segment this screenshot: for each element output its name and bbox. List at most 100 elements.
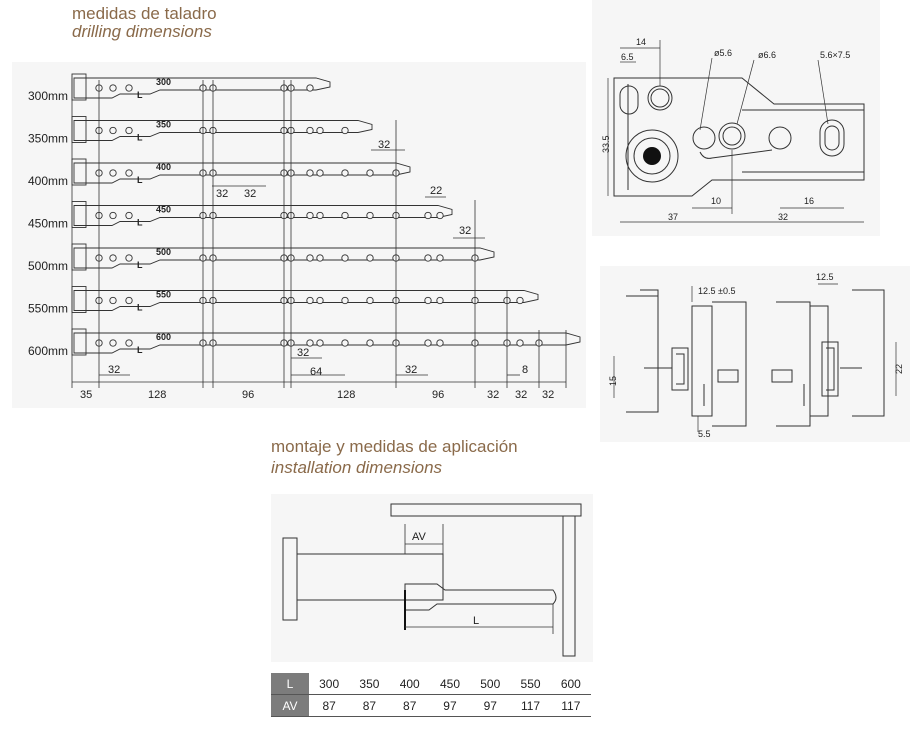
drill-hole	[306, 126, 314, 135]
runner-l-marker: L	[137, 90, 143, 100]
runner-l-marker: L	[137, 218, 143, 228]
runner-outline	[73, 120, 373, 141]
table-cell: 300	[309, 673, 350, 695]
bottom-dim-96-b: 96	[432, 389, 444, 401]
runner-length-label: 400	[156, 162, 171, 172]
bottom-dim-128-b: 128	[337, 389, 355, 401]
runner-l-marker: L	[137, 260, 143, 270]
drill-hole	[109, 254, 117, 262]
runner-outline	[73, 290, 539, 311]
installation-title-es: montaje y medidas de aplicación	[271, 437, 518, 456]
detail-dim-32: 32	[778, 212, 788, 222]
table-row-av: AV 87 87 87 97 97 117 117	[271, 694, 591, 717]
av-label: AV	[412, 531, 427, 543]
drill-hole	[306, 339, 314, 347]
table-cell: 450	[429, 673, 471, 695]
drill-hole	[316, 254, 324, 262]
dim-32-d: 32	[459, 225, 471, 237]
dim-32-c: 32	[378, 139, 390, 151]
table-cell: 117	[510, 694, 551, 717]
drill-hole	[316, 169, 324, 177]
table-cell: 500	[470, 673, 511, 695]
row-size-label: 600mm	[28, 344, 68, 358]
drill-hole	[366, 254, 374, 262]
table-header-av: AV	[271, 694, 309, 717]
dim-32-e: 32	[297, 347, 309, 359]
drilling-title-en: drilling dimensions	[72, 22, 212, 41]
profile-dim-15: 15	[608, 376, 618, 386]
drill-hole	[306, 169, 314, 177]
row-size-label: 550mm	[28, 302, 68, 316]
drill-hole	[436, 296, 444, 305]
dim-22: 22	[430, 185, 442, 197]
row-size-label: 500mm	[28, 259, 68, 273]
drill-hole	[109, 126, 117, 135]
drill-hole	[306, 211, 314, 220]
installation-panel	[271, 494, 593, 662]
drill-hole	[306, 296, 314, 305]
detail-dim-37: 37	[668, 212, 678, 222]
dim-8: 8	[522, 364, 528, 376]
drill-hole	[306, 84, 314, 92]
table-cell: 550	[510, 673, 551, 695]
dim-32-b: 32	[244, 188, 256, 200]
bottom-dim-96-a: 96	[242, 389, 254, 401]
drill-hole	[341, 254, 349, 262]
drill-hole	[366, 169, 374, 177]
table-cell: 97	[429, 694, 471, 717]
profile-dim-22: 22	[894, 364, 904, 374]
drill-hole	[109, 339, 117, 347]
table-row-l: L 300 350 400 450 500 550 600	[271, 673, 591, 695]
drill-hole	[436, 211, 444, 220]
table-cell: 600	[550, 673, 591, 695]
row-size-label: 350mm	[28, 132, 68, 146]
table-cell: 400	[389, 673, 430, 695]
detail-panel	[592, 0, 880, 236]
drill-hole	[366, 296, 374, 305]
drill-hole	[424, 211, 432, 220]
bottom-dim-35: 35	[80, 389, 92, 401]
row-size-label: 400mm	[28, 174, 68, 188]
detail-dim-dia-6-6: ø6.6	[758, 50, 776, 60]
profile-dim-12-5: 12.5	[816, 272, 834, 282]
drilling-title-es: medidas de taladro	[72, 4, 217, 23]
runner-length-label: 600	[156, 332, 171, 342]
dim-32-a: 32	[216, 188, 228, 200]
drill-hole	[341, 296, 349, 305]
drill-hole	[125, 254, 133, 262]
runner-length-label: 550	[156, 290, 171, 300]
drill-hole	[109, 169, 117, 177]
drill-hole	[424, 339, 432, 347]
detail-dim-dia-5-6: ø5.6	[714, 48, 732, 58]
detail-dim-16: 16	[804, 196, 814, 206]
drill-hole	[125, 126, 133, 135]
runner-length-label: 300	[156, 77, 171, 87]
detail-dim-33-5: 33.5	[601, 135, 611, 153]
profile-dim-12-5-tol: 12.5 ±0.5	[698, 286, 735, 296]
table-cell: 97	[470, 694, 511, 717]
cross-section-diagram: 12.5 ±0.5 15 5.5 12.5 22	[608, 272, 904, 439]
dim-64: 64	[310, 366, 322, 378]
dim-32-g: 32	[108, 364, 120, 376]
av-table: L 300 350 400 450 500 550 600 AV 87 87 8…	[271, 673, 591, 717]
drill-hole	[125, 339, 133, 347]
profile-dim-5-5: 5.5	[698, 429, 711, 439]
row-size-label: 300mm	[28, 89, 68, 103]
drill-hole	[424, 296, 432, 305]
drill-hole	[366, 339, 374, 347]
drill-hole	[516, 339, 524, 347]
runner-l-marker: L	[137, 345, 143, 355]
runner-l-marker: L	[137, 175, 143, 185]
drilling-diagram: 300mm300L350mm350L400mm400L450mm450L500m…	[28, 73, 581, 401]
drill-hole	[436, 254, 444, 262]
drill-hole	[516, 296, 524, 305]
drill-hole	[341, 169, 349, 177]
drill-hole	[366, 211, 374, 220]
drill-hole	[109, 296, 117, 305]
drill-hole	[125, 84, 133, 92]
row-size-label: 450mm	[28, 217, 68, 231]
table-cell: 117	[550, 694, 591, 717]
runner-length-label: 350	[156, 120, 171, 130]
runner-l-marker: L	[137, 133, 143, 143]
drill-hole	[341, 339, 349, 347]
